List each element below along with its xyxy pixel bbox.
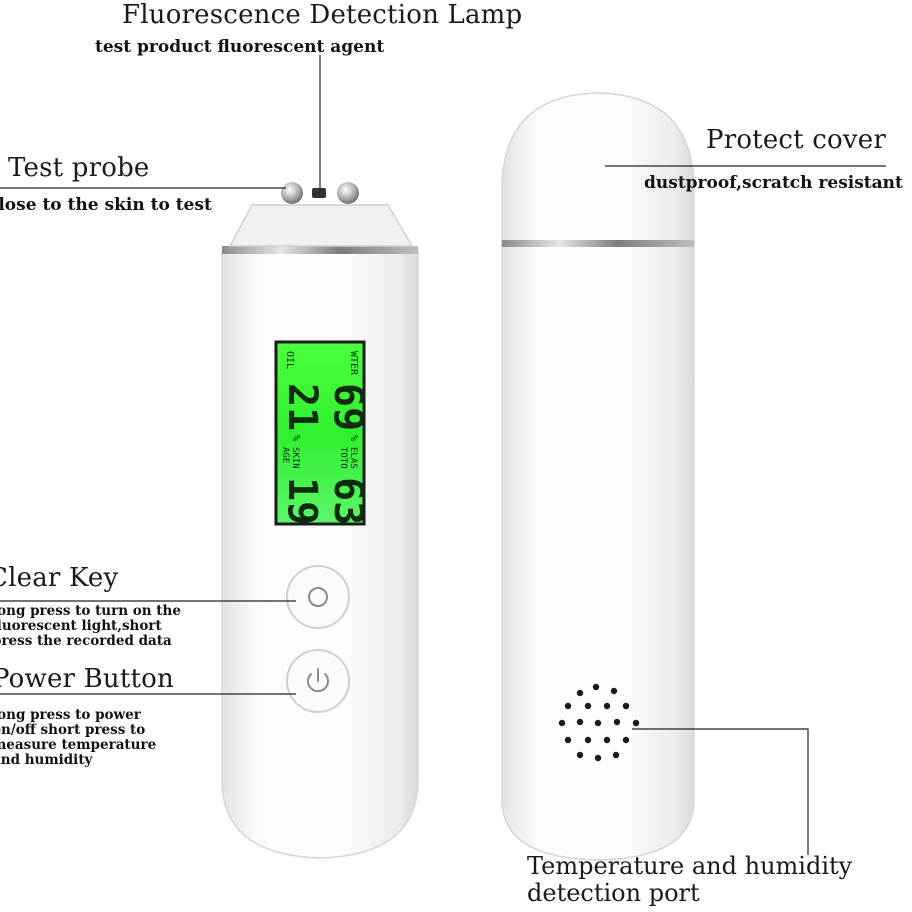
device-body	[221, 251, 419, 859]
cover-subtitle: dustproof,scratch resistant	[644, 173, 903, 193]
fluorescence-subtitle: test product fluorescent agent	[95, 37, 385, 57]
lcd-age-label: AGE	[280, 447, 290, 463]
fluorescence-lamp	[312, 188, 326, 198]
lcd-skin-label: SKIN	[290, 447, 300, 469]
chrome-ring-right	[502, 240, 694, 247]
lcd-oil-label: OIL	[284, 351, 295, 369]
lcd-oil-value: 21	[279, 383, 325, 431]
lcd-readout: WTER 69 OIL 21 % ELAS TOTO 63 % SKIN AGE…	[279, 351, 371, 525]
clear-key-title: Clear Key	[0, 563, 119, 593]
power-button[interactable]	[286, 649, 350, 713]
lcd-skin-value: 19	[279, 477, 325, 525]
chrome-ring	[222, 246, 418, 254]
line-port	[632, 728, 809, 855]
lcd-screen	[274, 340, 366, 526]
lcd-elas-value: 63	[325, 477, 371, 525]
lcd-elas-label: ELAS	[348, 447, 358, 469]
sensor-port-holes	[558, 683, 640, 762]
probe-title: Test probe	[8, 153, 150, 183]
power-button-title: Power Button	[0, 664, 174, 694]
probe-ball-left	[281, 182, 303, 204]
fluorescence-title: Fluorescence Detection Lamp	[122, 0, 523, 30]
power-button-desc: long press to power on/off short press t…	[0, 707, 157, 768]
clear-key[interactable]	[286, 565, 350, 629]
lcd-toto-label: TOTO	[338, 447, 348, 469]
protect-cover	[501, 92, 695, 247]
clear-icon	[308, 587, 328, 607]
probe-head	[228, 204, 414, 247]
probe-ball-right	[337, 182, 359, 204]
port-title: Temperature and humidity detection port	[527, 852, 853, 907]
probe-subtitle: close to the skin to test	[0, 195, 212, 215]
cover-title: Protect cover	[706, 125, 887, 155]
right-device	[501, 92, 695, 861]
left-device: WTER 69 OIL 21 % ELAS TOTO 63 % SKIN AGE…	[221, 182, 419, 859]
lcd-water-label: WTER	[348, 351, 359, 376]
lcd-percent: %	[348, 435, 359, 441]
lcd-percent-2: %	[290, 435, 301, 441]
device-body-right	[501, 245, 695, 861]
clear-key-desc: long press to turn on the fluorescent li…	[0, 603, 181, 649]
power-icon	[307, 668, 329, 693]
callout-lines	[0, 55, 886, 855]
lcd-water-value: 69	[325, 383, 371, 431]
